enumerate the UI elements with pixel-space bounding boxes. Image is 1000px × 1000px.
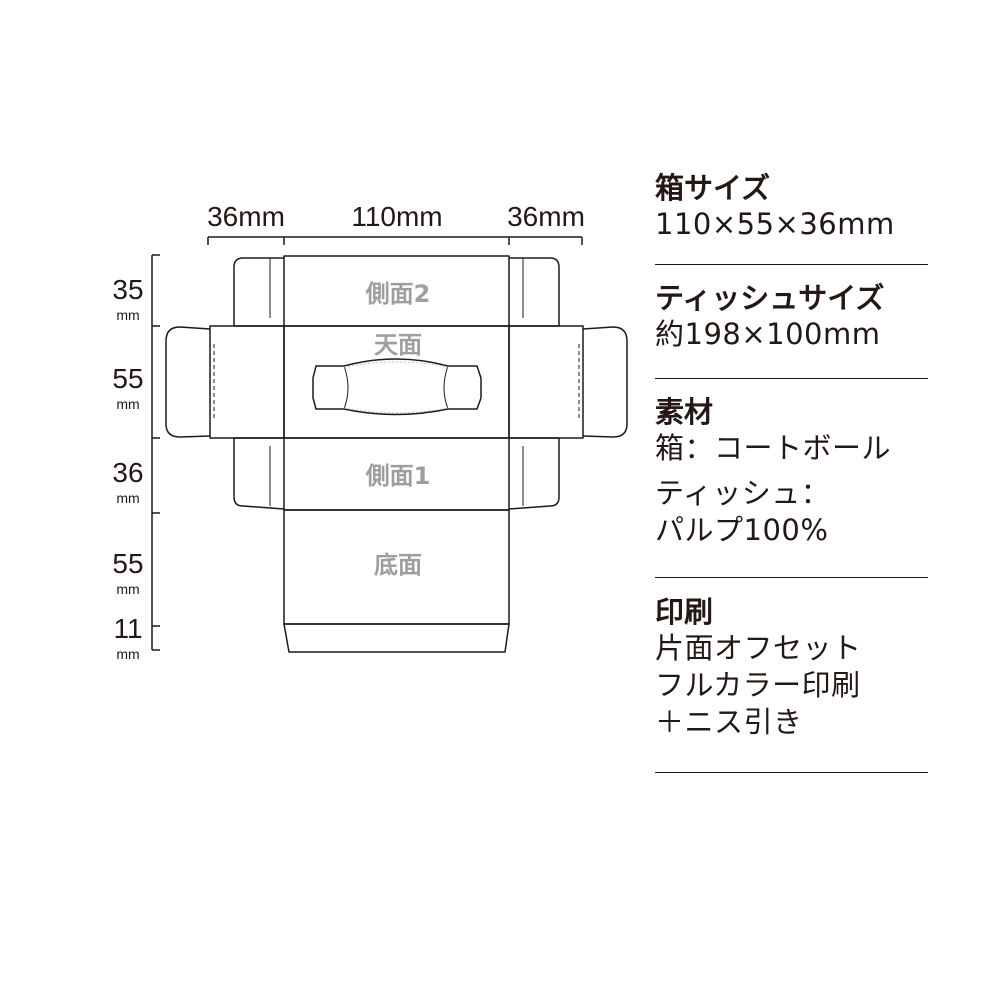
printing-title: 印刷 [655,595,714,629]
printing-section: 印刷 片面オフセット フルカラー印刷 ＋ニス引き [655,594,862,741]
dim-height-1-unit: mm [116,307,139,323]
dim-height-3: 36 [112,457,143,488]
dim-height-2: 55 [112,363,143,394]
dim-height-3-unit: mm [116,490,139,506]
label-bottom: 底面 [374,551,422,579]
dim-height-2-unit: mm [116,396,139,412]
tissue-size-value: 約198×100mm [655,317,881,351]
printing-line: 片面オフセット [655,631,862,665]
divider [655,378,928,379]
dim-height-5: 11 [113,613,142,644]
material-section: 素材 箱：コートボール ティッシュ： パルプ100% [655,394,891,549]
material-line: 箱：コートボール [655,431,892,465]
tissue-size-section: ティッシュサイズ 約198×100mm [655,280,884,353]
tissue-size-title: ティッシュサイズ [655,281,885,315]
glue-flap [283,623,510,653]
dim-width-center: 110mm [351,201,442,232]
label-side1: 側面1 [365,462,431,490]
divider [655,772,928,773]
dust-flap-lower-left [233,437,285,510]
material-line: ティッシュ： [655,476,831,510]
label-side2: 側面2 [365,280,431,308]
divider [655,264,928,265]
box-die-cut-diagram: 36mm 110mm 36mm 35 mm 55 mm 36 mm 55 mm … [112,201,628,662]
box-size-title: 箱サイズ [655,171,771,205]
dim-width-right: 36mm [507,201,585,232]
divider [655,577,928,578]
dim-height-4: 55 [112,548,143,579]
dust-flap-upper-right [509,257,560,327]
tissue-opening [312,358,482,416]
box-size-value: 110×55×36mm [655,207,895,241]
dust-flap-upper-left [233,257,284,327]
material-line: パルプ100% [655,513,829,547]
left-side-panel [209,325,285,439]
dim-height-5-unit: mm [116,646,139,662]
dust-flap-lower-right [508,437,560,510]
material-title: 素材 [655,395,714,429]
dim-width-left: 36mm [207,201,285,232]
right-tuck-flap [582,326,628,438]
left-dimension-line [151,254,160,651]
printing-line: ＋ニス引き [655,705,803,739]
right-side-panel [508,325,584,439]
left-tuck-flap [165,326,211,438]
label-top: 天面 [374,331,422,359]
dim-height-4-unit: mm [116,581,139,597]
box-size-section: 箱サイズ 110×55×36mm [655,170,895,243]
printing-line: フルカラー印刷 [655,668,861,702]
dim-height-1: 35 [112,274,143,305]
top-dimension-line [207,236,583,245]
